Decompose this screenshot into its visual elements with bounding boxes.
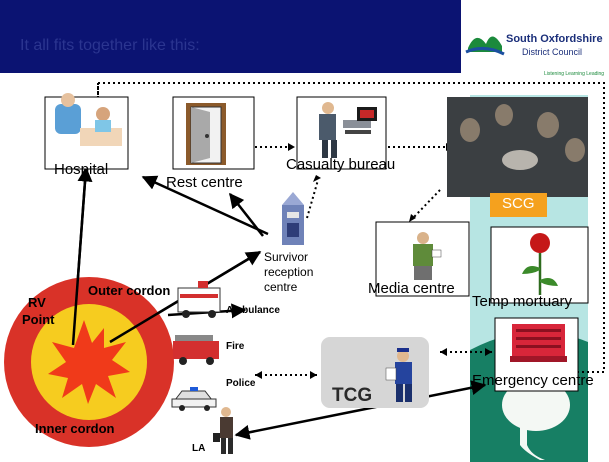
casualty-bureau-label: Casualty bureau — [286, 156, 396, 173]
title-bar: It all fits together like this: — [0, 0, 461, 73]
rv-point-line1: RV — [28, 295, 46, 310]
hospital-icon — [55, 93, 122, 146]
scg-label: SCG — [502, 195, 535, 212]
outer-cordon-label: Outer cordon — [88, 283, 171, 298]
incident-blast — [48, 320, 130, 404]
temp-mortuary-label: Temp mortuary — [472, 293, 573, 310]
scg-photo-people — [460, 104, 585, 170]
ambulance-icon — [177, 281, 221, 318]
scg-badge — [490, 193, 547, 217]
fire-engine-icon — [173, 335, 219, 365]
rose-icon — [522, 233, 558, 295]
media-person-icon — [413, 232, 442, 280]
scg-photo — [447, 97, 588, 197]
survivor-tower-icon — [282, 192, 304, 245]
rest-centre-label: Rest centre — [166, 174, 243, 191]
computer-operator-icon — [319, 102, 377, 158]
survivor-line2: reception — [264, 265, 314, 279]
la-label: LA — [192, 443, 206, 454]
rv-point-line2: Point — [22, 312, 55, 327]
dotted-connections — [97, 82, 605, 376]
survivor-line3: centre — [264, 280, 298, 294]
logo-line2: District Council — [522, 47, 582, 57]
building-icon — [510, 324, 567, 362]
inner-cordon-label: Inner cordon — [35, 421, 115, 436]
survivor-line1: Survivor — [264, 250, 309, 264]
emergency-centre-label: Emergency centre — [472, 372, 594, 389]
logo: South Oxfordshire District Council Liste… — [465, 33, 604, 77]
tcg-label: TCG — [332, 385, 373, 406]
hospital-label: Hospital — [54, 161, 109, 178]
police-label: Police — [226, 378, 256, 389]
police-car-icon — [171, 387, 217, 411]
door-icon — [186, 103, 226, 165]
survivor-to-casualty — [306, 179, 319, 219]
fire-label: Fire — [226, 341, 245, 352]
slide-title: It all fits together like this: — [20, 37, 200, 54]
scg-to-media — [412, 189, 441, 219]
logo-line1: South Oxfordshire — [506, 33, 603, 45]
logo-tagline: Listening Learning Leading — [544, 71, 604, 77]
policeman-icon — [385, 348, 412, 402]
ambulance-label: Ambulance — [226, 305, 280, 316]
media-centre-label: Media centre — [368, 280, 455, 297]
la-person-icon — [213, 407, 233, 454]
